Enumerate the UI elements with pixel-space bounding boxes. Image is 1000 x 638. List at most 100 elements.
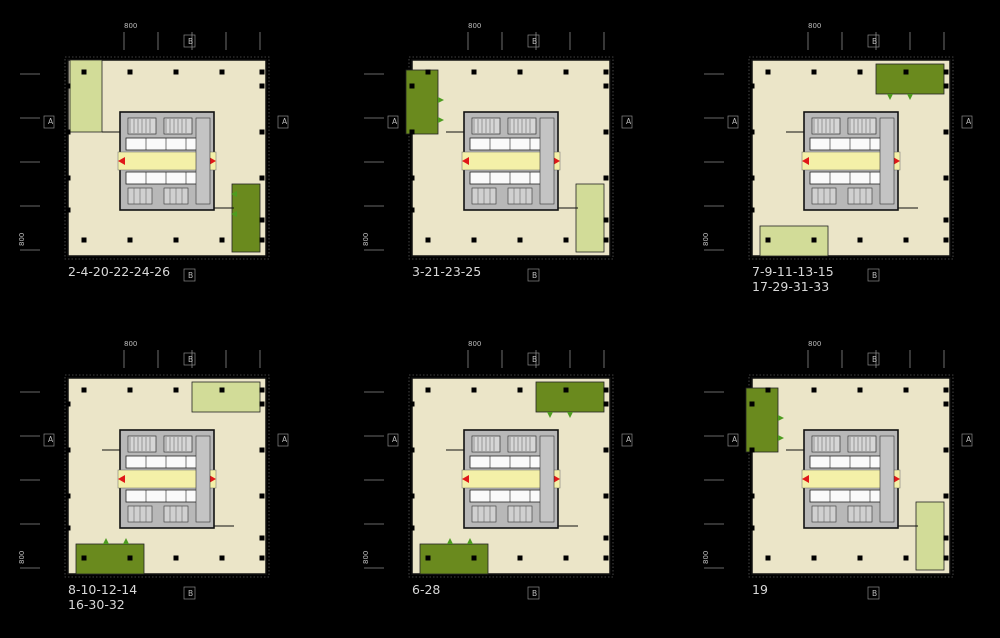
column <box>409 129 415 135</box>
grid-marker-box <box>43 433 55 447</box>
column <box>749 401 755 407</box>
grid-marker-a: A <box>48 435 54 444</box>
grid-marker-b: B <box>872 355 877 364</box>
column <box>81 69 87 75</box>
terrace <box>745 387 779 453</box>
column <box>749 447 755 453</box>
grid-marker-box <box>183 34 196 48</box>
column <box>65 525 71 531</box>
grid-marker-b: B <box>532 355 537 364</box>
column <box>943 555 949 561</box>
column <box>943 387 949 393</box>
entry-arrow <box>462 157 469 165</box>
column <box>127 555 133 561</box>
grid-marker-box <box>961 433 973 447</box>
column <box>903 237 909 243</box>
grid-marker-box <box>527 586 540 600</box>
entry-arrow <box>553 157 560 165</box>
entry-arrow <box>893 475 900 483</box>
access-arrow <box>467 538 473 544</box>
column <box>603 69 609 75</box>
facade-outline <box>64 374 270 578</box>
grid-marker-b: B <box>872 37 877 46</box>
entry-arrow <box>209 157 216 165</box>
facade-outline <box>408 56 614 260</box>
column <box>749 83 755 89</box>
column <box>65 493 71 499</box>
column <box>65 447 71 453</box>
column <box>603 217 609 223</box>
floor-numbers-label: 19 <box>752 582 768 597</box>
floor-numbers-label: 16-30-32 <box>68 597 125 612</box>
column <box>943 535 949 541</box>
column <box>943 175 949 181</box>
column <box>749 129 755 135</box>
column <box>749 207 755 213</box>
access-arrow <box>103 538 109 544</box>
service-shaft <box>195 117 211 205</box>
column <box>943 401 949 407</box>
grid-marker-b: B <box>872 271 877 280</box>
column <box>857 387 863 393</box>
column <box>857 69 863 75</box>
service-shaft <box>195 435 211 523</box>
column <box>943 447 949 453</box>
column <box>517 387 523 393</box>
terrace <box>405 69 439 135</box>
grid-marker-box <box>277 433 289 447</box>
access-arrow <box>887 94 893 100</box>
column <box>471 387 477 393</box>
column <box>943 493 949 499</box>
dimension-label: 800 <box>808 340 821 348</box>
column <box>259 129 265 135</box>
dimension-label: 800 <box>702 233 710 246</box>
column <box>603 555 609 561</box>
access-arrow <box>438 97 444 103</box>
column <box>563 237 569 243</box>
grid-marker-b: B <box>532 589 537 598</box>
column <box>65 129 71 135</box>
column <box>603 237 609 243</box>
column <box>903 69 909 75</box>
grid-marker-a: A <box>732 117 738 126</box>
grid-marker-box <box>867 352 880 366</box>
column <box>903 555 909 561</box>
column <box>219 555 225 561</box>
column <box>563 69 569 75</box>
terrace <box>575 183 605 253</box>
column <box>765 69 771 75</box>
column <box>65 207 71 213</box>
column <box>471 237 477 243</box>
entry-arrow <box>118 157 125 165</box>
grid-marker-box <box>621 433 633 447</box>
column <box>173 387 179 393</box>
column <box>219 237 225 243</box>
column <box>471 69 477 75</box>
column <box>65 175 71 181</box>
column <box>127 69 133 75</box>
column <box>517 69 523 75</box>
dimension-label: 800 <box>18 551 26 564</box>
grid-marker-a: A <box>626 435 632 444</box>
column <box>81 555 87 561</box>
column <box>409 207 415 213</box>
grid-marker-box <box>527 34 540 48</box>
grid-marker-a: A <box>48 117 54 126</box>
column <box>943 217 949 223</box>
column <box>603 129 609 135</box>
grid-marker-a: A <box>966 117 972 126</box>
terrace <box>75 543 145 575</box>
grid-marker-a: A <box>282 435 288 444</box>
column <box>127 237 133 243</box>
facade-outline <box>64 56 270 260</box>
column <box>173 555 179 561</box>
column <box>259 447 265 453</box>
terrace <box>759 225 829 257</box>
grid-marker-box <box>961 115 973 129</box>
access-arrow <box>123 538 129 544</box>
grid-marker-a: A <box>966 435 972 444</box>
service-shaft <box>539 117 555 205</box>
column <box>259 69 265 75</box>
column <box>603 493 609 499</box>
